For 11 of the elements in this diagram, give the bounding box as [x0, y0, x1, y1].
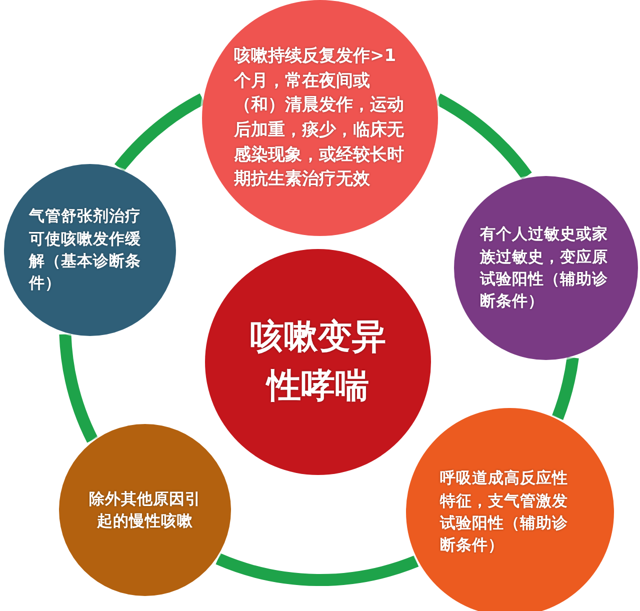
criterion-text: 咳嗽持续反复发作>1个月，常在夜间或（和）清晨发作，运动后加重，痰少，临床无感染现象，或经较长时期抗生素治疗无效: [234, 45, 405, 192]
criterion-text: 气管舒张剂治疗可使咳嗽发作缓解（基本诊断条件）: [29, 206, 142, 294]
ring-arc: [216, 553, 418, 586]
ring-arc: [552, 356, 579, 420]
ring-arc: [59, 334, 98, 443]
ring-arc: [114, 94, 206, 172]
ring-arc: [434, 94, 532, 180]
criterion-text: 有个人过敏史或家族过敏史，变应原试验阳性（辅助诊断条件）: [480, 224, 609, 312]
center-title: 咳嗽变异性哮喘: [249, 316, 387, 408]
criterion-text: 除外其他原因引起的慢性咳嗽: [89, 488, 201, 532]
criterion-text: 呼吸道成高反应性特征，支气管激发试验阳性（辅助诊断条件）: [440, 468, 569, 556]
